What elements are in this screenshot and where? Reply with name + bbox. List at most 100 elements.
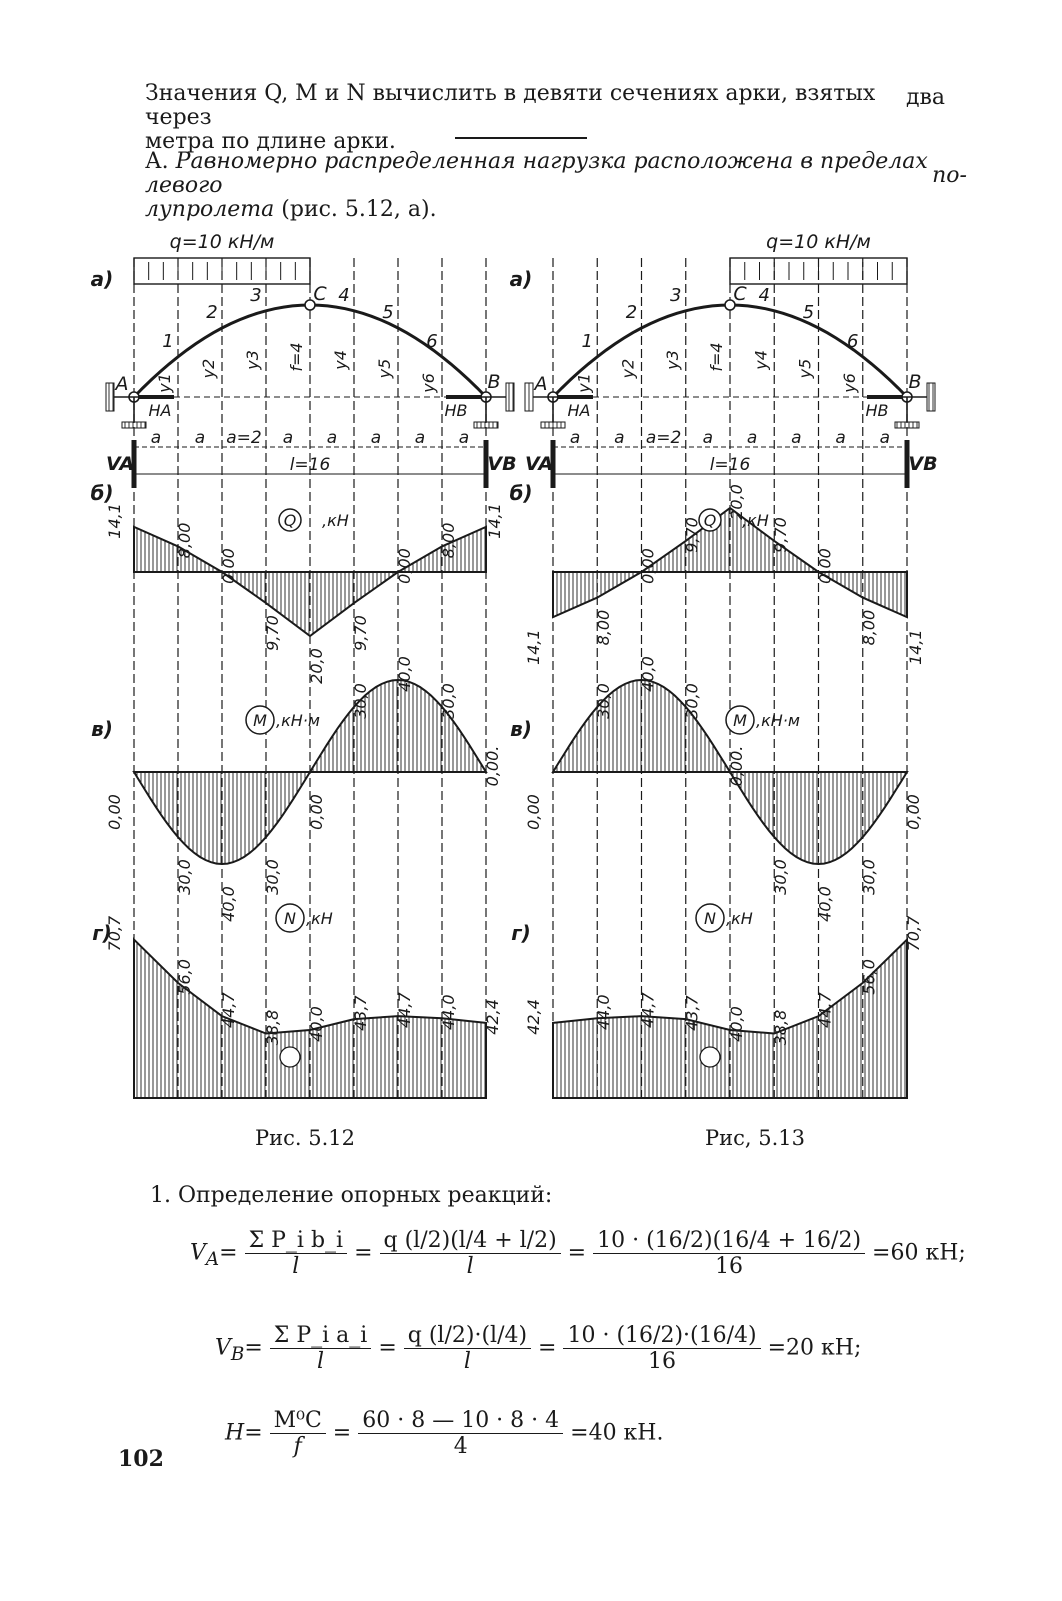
panel-label-b-fig1: б) xyxy=(90,481,113,505)
n-value-fig2: 38,8 xyxy=(771,1010,790,1046)
q-value-fig2: 9,70 xyxy=(771,517,790,553)
ordinate-label-fig2: y1 xyxy=(574,373,593,394)
q-value-fig1: 0,00 xyxy=(219,548,238,584)
m-value-fig1: 30,0 xyxy=(263,859,282,895)
crown-hinge-icon-fig2 xyxy=(724,299,736,311)
q-label-fig2: Q xyxy=(704,511,717,530)
intro-paragraph: Значения Q, M и N вычислить в девяти сеч… xyxy=(145,82,945,153)
m-value-fig1: 0,00 xyxy=(307,794,326,830)
eq-vb-frac3: 10 · (16/2)·(16/4)16 xyxy=(563,1323,761,1374)
load-label-fig2: q=10 кН/м xyxy=(766,231,871,253)
support-ground-icon-fig1 xyxy=(473,421,499,429)
support-ground-icon-fig2 xyxy=(524,382,534,412)
m-value-fig1: 40,0 xyxy=(395,656,414,692)
dimension-label-fig1: a=2 xyxy=(226,428,261,448)
q-circle-icon-fig1 xyxy=(278,508,302,532)
q-value-fig1: 8,00 xyxy=(175,523,194,559)
q-unit-fig1: ,кН xyxy=(322,511,349,530)
eq-vb-lhs-sub: B xyxy=(230,1343,245,1365)
m-circle-icon-fig1 xyxy=(245,705,275,735)
point-label-fig2: 4 xyxy=(759,285,770,306)
ordinate-label-fig2: y5 xyxy=(796,359,815,380)
m-value-fig2: 0,00 xyxy=(524,794,543,830)
panel-label-d-fig1: г) xyxy=(92,921,112,945)
m-diagram-fig2 xyxy=(551,678,909,866)
m-label-fig2: M xyxy=(733,711,747,730)
ordinate-label-fig2: y2 xyxy=(619,359,638,380)
q-value-fig1: 8,00 xyxy=(439,523,458,559)
label-ha-fig2: HA xyxy=(568,401,591,420)
n-value-fig1: 44,7 xyxy=(395,992,414,1028)
n-value-fig1: 44,0 xyxy=(439,994,458,1030)
m-unit-fig2: ,кН·м xyxy=(756,711,800,730)
m-value-fig1: 40,0 xyxy=(219,886,238,922)
label-vb-fig2: VB xyxy=(908,453,937,475)
support-ground-icon-fig2 xyxy=(540,421,566,429)
n-unit-fig1: ,кН xyxy=(306,909,333,928)
eq-va-lhs: V xyxy=(190,1240,206,1266)
n-value-fig1: 56,0 xyxy=(175,959,194,995)
m-value-fig2: 40,0 xyxy=(816,886,835,922)
panel-label-c-fig2: в) xyxy=(510,717,532,741)
n-unit-fig2: ,кН xyxy=(726,909,753,928)
crown-hinge-icon-fig1 xyxy=(304,299,316,311)
q-value-fig2: 8,00 xyxy=(860,610,879,646)
point-label-fig1: 3 xyxy=(250,285,261,306)
eq-vb-lhs: V xyxy=(215,1335,231,1361)
n-diagram-fig1 xyxy=(133,937,487,1099)
ordinate-label-fig2: y6 xyxy=(840,373,859,394)
eq-va-lhs-sub: A xyxy=(205,1248,220,1270)
section-a-rest: (рис. 5.12, а). xyxy=(281,197,437,223)
m-value-fig2: 30,0 xyxy=(860,859,879,895)
plus-circle-icon-fig1 xyxy=(279,1046,301,1068)
m-value-fig2: 30,0 xyxy=(771,859,790,895)
label-c-fig1: C xyxy=(313,283,327,305)
n-value-fig2: 43,7 xyxy=(683,994,702,1030)
q-label-fig1: Q xyxy=(284,511,297,530)
ordinate-label-fig1: y2 xyxy=(199,359,218,380)
dimension-label-fig2: a xyxy=(880,428,890,448)
point-label-fig2: 5 xyxy=(803,302,814,323)
point-label-fig1: 6 xyxy=(426,331,437,352)
label-ha-fig1: HA xyxy=(149,401,172,420)
ordinate-label-fig1: y1 xyxy=(155,373,174,394)
eq-va-frac3: 10 · (16/2)(16/4 + 16/2)16 xyxy=(593,1228,866,1279)
ordinate-label-fig1: y6 xyxy=(419,373,438,394)
figure-caption-5-12: Рис. 5.12 xyxy=(255,1126,355,1150)
m-unit-fig1: ,кН·м xyxy=(276,711,320,730)
dimension-label-fig1: a xyxy=(327,428,337,448)
support-ground-icon-fig1 xyxy=(105,382,115,412)
q-value-fig2: 20,0 xyxy=(727,484,746,520)
q-value-fig1: 0,00 xyxy=(395,548,414,584)
q-value-fig2: 9,70 xyxy=(683,517,702,553)
q-value-fig2: 0,00 xyxy=(639,548,658,584)
m-label-fig1: M xyxy=(253,711,267,730)
ordinate-label-fig1: f=4 xyxy=(287,342,306,371)
q-value-fig2: 0,00 xyxy=(816,548,835,584)
n-value-fig2: 40,0 xyxy=(727,1006,746,1042)
label-hb-fig1: HB xyxy=(444,401,467,420)
eq-va-result: =60 кН; xyxy=(872,1240,966,1266)
dimension-label-fig1: a xyxy=(151,428,161,448)
dimension-label-fig2: a xyxy=(703,428,713,448)
n-value-fig1: 70,7 xyxy=(105,915,124,951)
label-a-fig2: A xyxy=(533,373,548,395)
section-divider xyxy=(455,137,587,139)
n-value-fig2: 44,7 xyxy=(639,992,658,1028)
q-value-fig1: 9,70 xyxy=(351,615,370,651)
point-label-fig1: 5 xyxy=(382,302,393,323)
point-label-fig2: 1 xyxy=(582,331,593,352)
dimension-label-fig2: a xyxy=(614,428,624,448)
q-value-fig1: 14,1 xyxy=(485,503,504,539)
m-circle-icon-fig2 xyxy=(725,705,755,735)
eq-va-frac2: q (l/2)(l/4 + l/2)l xyxy=(379,1228,561,1279)
point-label-fig2: 2 xyxy=(626,302,637,323)
point-label-fig2: 6 xyxy=(847,331,858,352)
label-va-fig2: VA xyxy=(525,453,553,475)
m-value-fig1: 0,00 xyxy=(105,794,124,830)
